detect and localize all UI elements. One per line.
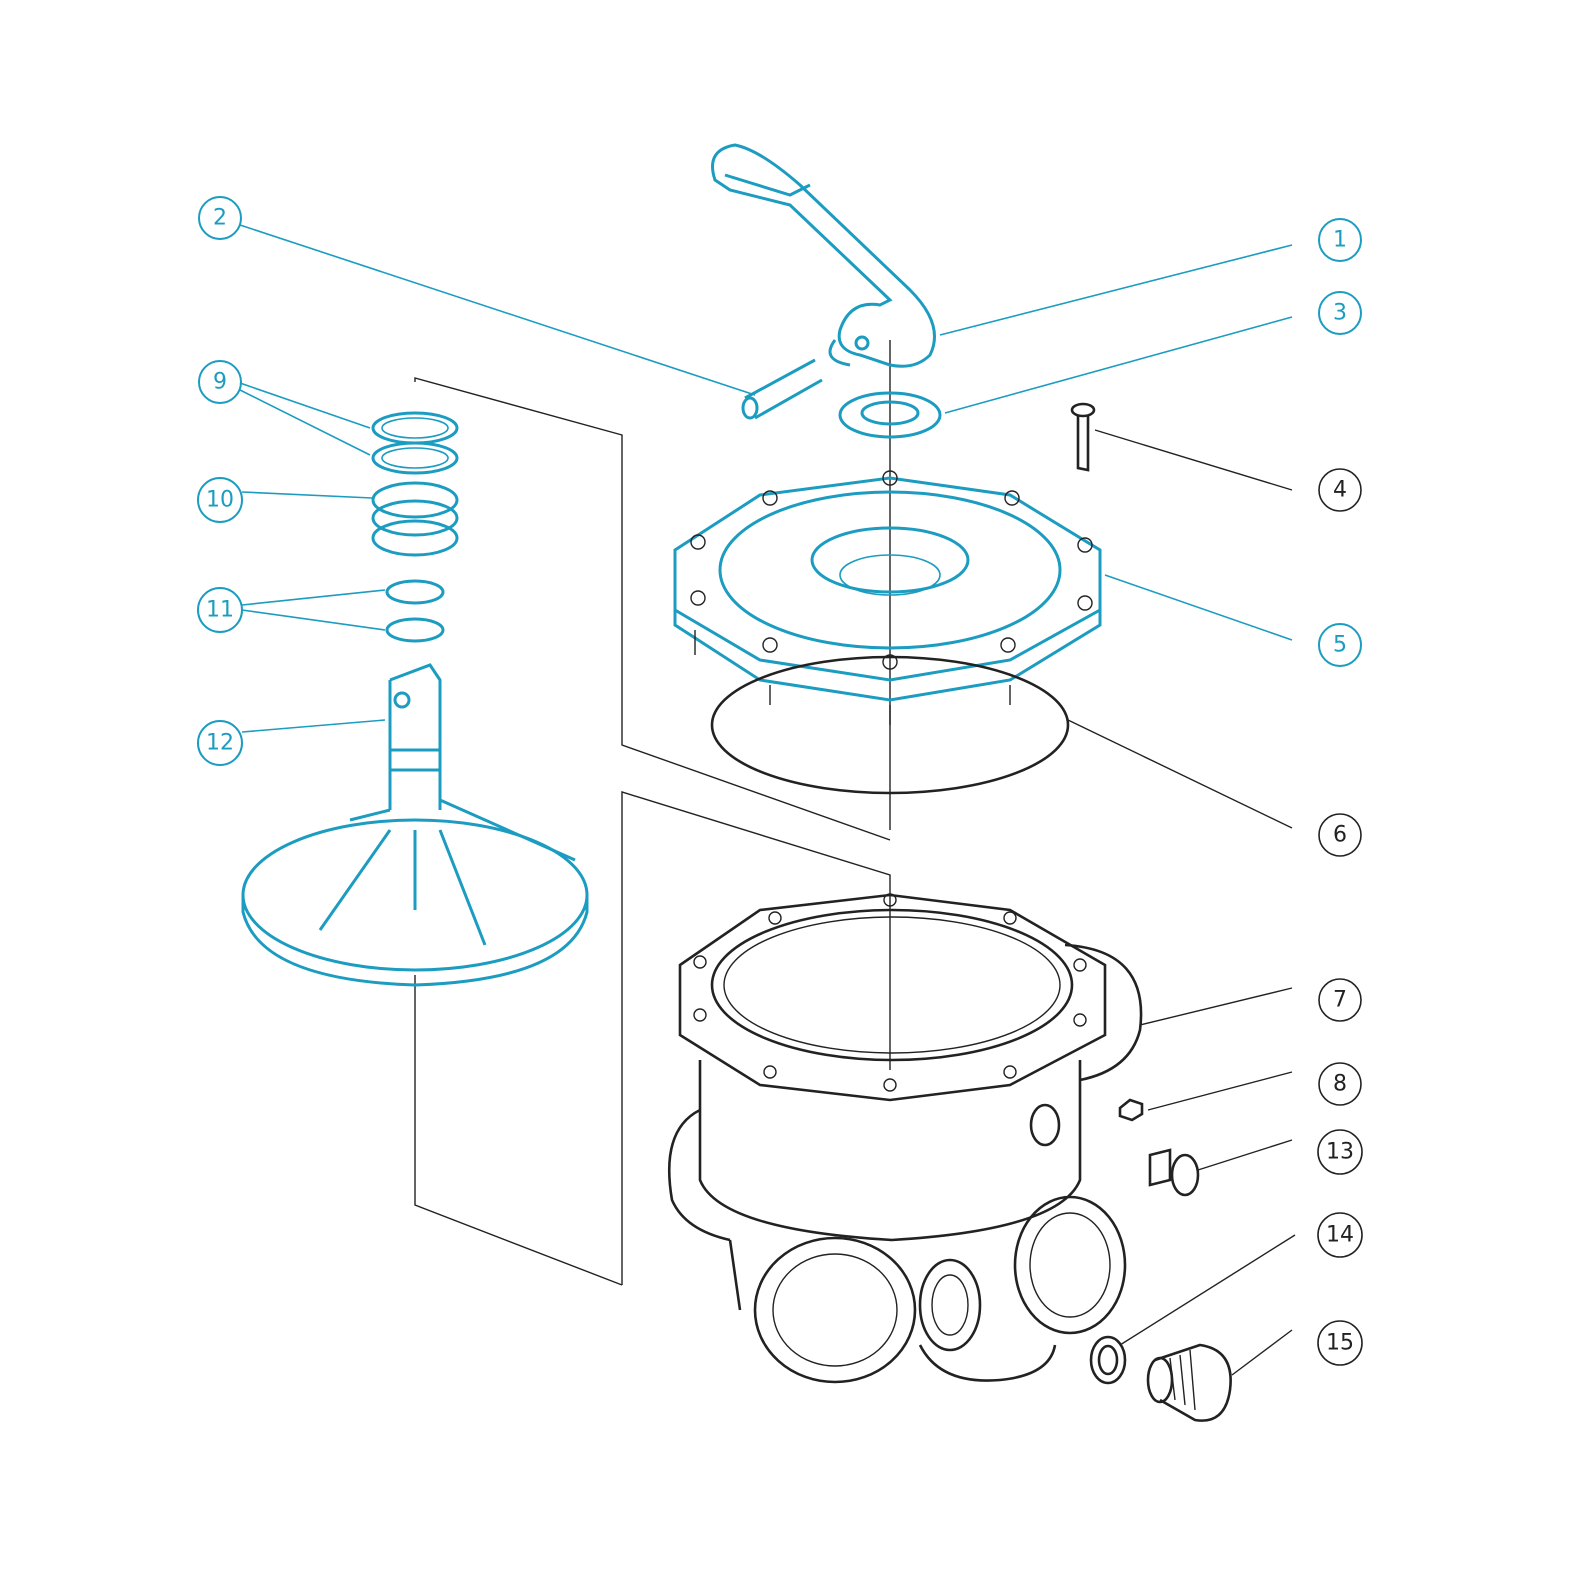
assembly-guide-lines	[414, 340, 891, 1286]
callout-1: 1	[1318, 218, 1362, 262]
cover-part	[673, 476, 1102, 702]
handle-part	[711, 143, 936, 368]
svg-text:15: 15	[1326, 1331, 1354, 1356]
callout-2: 2	[198, 196, 242, 240]
washer-part	[838, 391, 942, 439]
callout-6: 6	[1318, 813, 1362, 857]
svg-text:2: 2	[213, 206, 227, 231]
drain-plug-part	[1148, 1148, 1200, 1197]
callout-3: 3	[1318, 291, 1362, 335]
leader-lines	[239, 224, 1296, 1376]
rings-part	[371, 411, 459, 643]
svg-text:8: 8	[1333, 1072, 1347, 1097]
cover-bolts	[690, 470, 1093, 725]
screw-part	[1070, 402, 1096, 472]
valve-body-part	[668, 893, 1143, 1384]
svg-text:14: 14	[1326, 1223, 1354, 1248]
svg-text:3: 3	[1333, 301, 1347, 326]
svg-text:10: 10	[206, 488, 234, 513]
body-bolt-holes	[693, 893, 1087, 1092]
nut-part	[1118, 1098, 1144, 1122]
svg-text:12: 12	[206, 731, 234, 756]
svg-text:13: 13	[1326, 1140, 1354, 1165]
svg-text:5: 5	[1333, 633, 1347, 658]
svg-text:1: 1	[1333, 228, 1347, 253]
callout-8: 8	[1318, 1062, 1362, 1106]
svg-text:11: 11	[206, 598, 234, 623]
callout-12: 12	[197, 720, 243, 766]
callout-9: 9	[198, 360, 242, 404]
svg-text:7: 7	[1333, 988, 1347, 1013]
callout-5: 5	[1318, 623, 1362, 667]
pin-part	[741, 358, 823, 420]
callout-4: 4	[1318, 468, 1362, 512]
o-ring-part	[710, 655, 1070, 795]
callout-14: 14	[1317, 1212, 1363, 1258]
gasket-part	[1089, 1335, 1127, 1385]
callout-7: 7	[1318, 978, 1362, 1022]
callout-10: 10	[197, 477, 243, 523]
callout-11: 11	[197, 587, 243, 633]
cap-part	[1146, 1343, 1232, 1422]
svg-text:6: 6	[1333, 823, 1347, 848]
callout-15: 15	[1317, 1320, 1363, 1366]
svg-text:9: 9	[213, 370, 227, 395]
rotor-part	[241, 663, 589, 987]
callout-13: 13	[1317, 1129, 1363, 1175]
svg-text:4: 4	[1333, 478, 1347, 503]
